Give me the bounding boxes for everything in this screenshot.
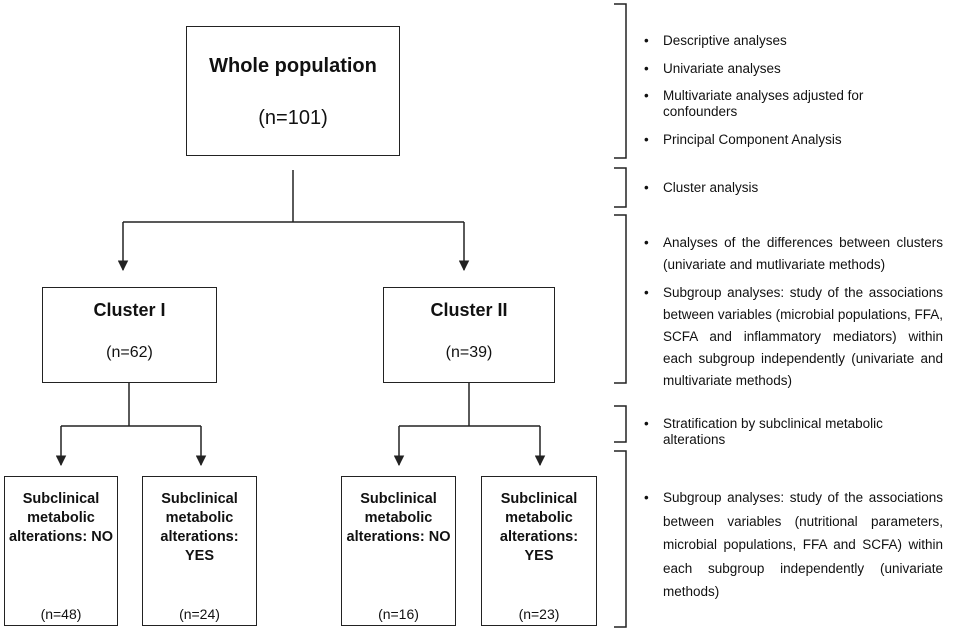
node-title: Subclinical metabolic alterations: YES (160, 491, 239, 564)
node-title: Cluster I (93, 300, 166, 320)
note-item: Stratification by subclinical metabolic … (638, 416, 943, 448)
node-count: (n=62) (106, 344, 153, 361)
node-title: Whole population (209, 55, 377, 77)
node-title: Subclinical metabolic alterations: NO (346, 491, 451, 545)
notes-stratification: Stratification by subclinical metabolic … (638, 416, 943, 448)
node-title: Cluster II (430, 300, 508, 320)
note-item: Subgroup analyses: study of the associat… (638, 282, 943, 392)
notes-leaf-level: Subgroup analyses: study of the associat… (638, 486, 943, 604)
node-title: Subclinical metabolic alterations: NO (9, 491, 113, 545)
node-count: (n=23) (518, 606, 560, 622)
bracket-clustering (614, 167, 627, 208)
bracket-whole-population (614, 3, 627, 159)
note-item: Subgroup analyses: study of the associat… (638, 486, 943, 604)
bracket-cluster-level (614, 214, 627, 384)
note-item: Principal Component Analysis (638, 132, 938, 148)
node-cluster-2: Cluster II (n=39) (383, 287, 555, 383)
node-count: (n=101) (258, 107, 328, 129)
node-title: Subclinical metabolic alterations: YES (499, 491, 579, 564)
node-cluster-2-yes-alterations: Subclinical metabolic alterations: YES (… (481, 476, 597, 626)
node-cluster-1-no-alterations: Subclinical metabolic alterations: NO (n… (4, 476, 118, 626)
notes-whole-population: Descriptive analyses Univariate analyses… (638, 33, 938, 159)
node-cluster-2-no-alterations: Subclinical metabolic alterations: NO (n… (341, 476, 456, 626)
bracket-leaf-level (614, 450, 627, 628)
node-cluster-1-yes-alterations: Subclinical metabolic alterations: YES (… (142, 476, 257, 626)
node-whole-population: Whole population (n=101) (186, 26, 400, 156)
note-item: Analyses of the differences between clus… (638, 232, 943, 276)
notes-cluster-level: Analyses of the differences between clus… (638, 232, 943, 398)
bracket-stratification (614, 405, 627, 443)
node-count: (n=39) (445, 344, 493, 361)
note-item: Multivariate analyses adjusted for confo… (638, 88, 938, 120)
node-count: (n=16) (378, 606, 419, 622)
note-item: Descriptive analyses (638, 33, 938, 49)
notes-clustering: Cluster analysis (638, 180, 938, 196)
node-count: (n=48) (40, 606, 82, 622)
node-cluster-1: Cluster I (n=62) (42, 287, 217, 383)
node-count: (n=24) (179, 606, 220, 622)
note-item: Cluster analysis (638, 180, 938, 196)
note-item: Univariate analyses (638, 61, 938, 77)
